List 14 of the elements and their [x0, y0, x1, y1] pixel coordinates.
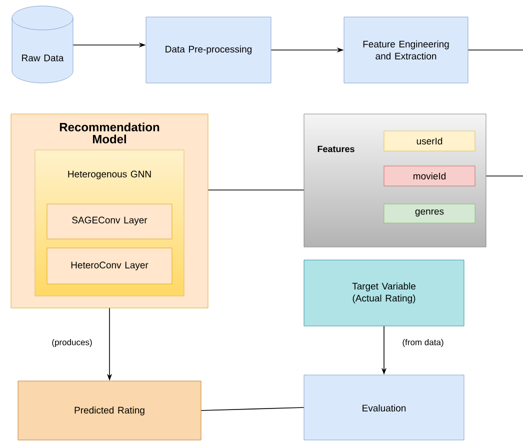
connector-line	[200, 407, 304, 411]
process-box: Feature Engineering and Extraction	[344, 16, 468, 84]
process-box: Evaluation	[304, 374, 464, 440]
layer-box: SAGEConv Layer	[46, 204, 172, 240]
edge-label: (from data)	[401, 338, 445, 348]
process-box: Data Pre-processing	[146, 16, 272, 84]
feature-box: userId	[384, 130, 476, 152]
feature-box: genres	[384, 204, 476, 224]
layer-box: HeteroConv Layer	[46, 248, 172, 284]
feature-box: movieId	[384, 166, 476, 186]
process-box: Target Variable (Actual Rating)	[304, 260, 464, 326]
database-cylinder: Raw Data	[12, 6, 74, 84]
result-box: Predicted Rating	[18, 380, 202, 440]
edge-label: (produces)	[50, 338, 94, 348]
